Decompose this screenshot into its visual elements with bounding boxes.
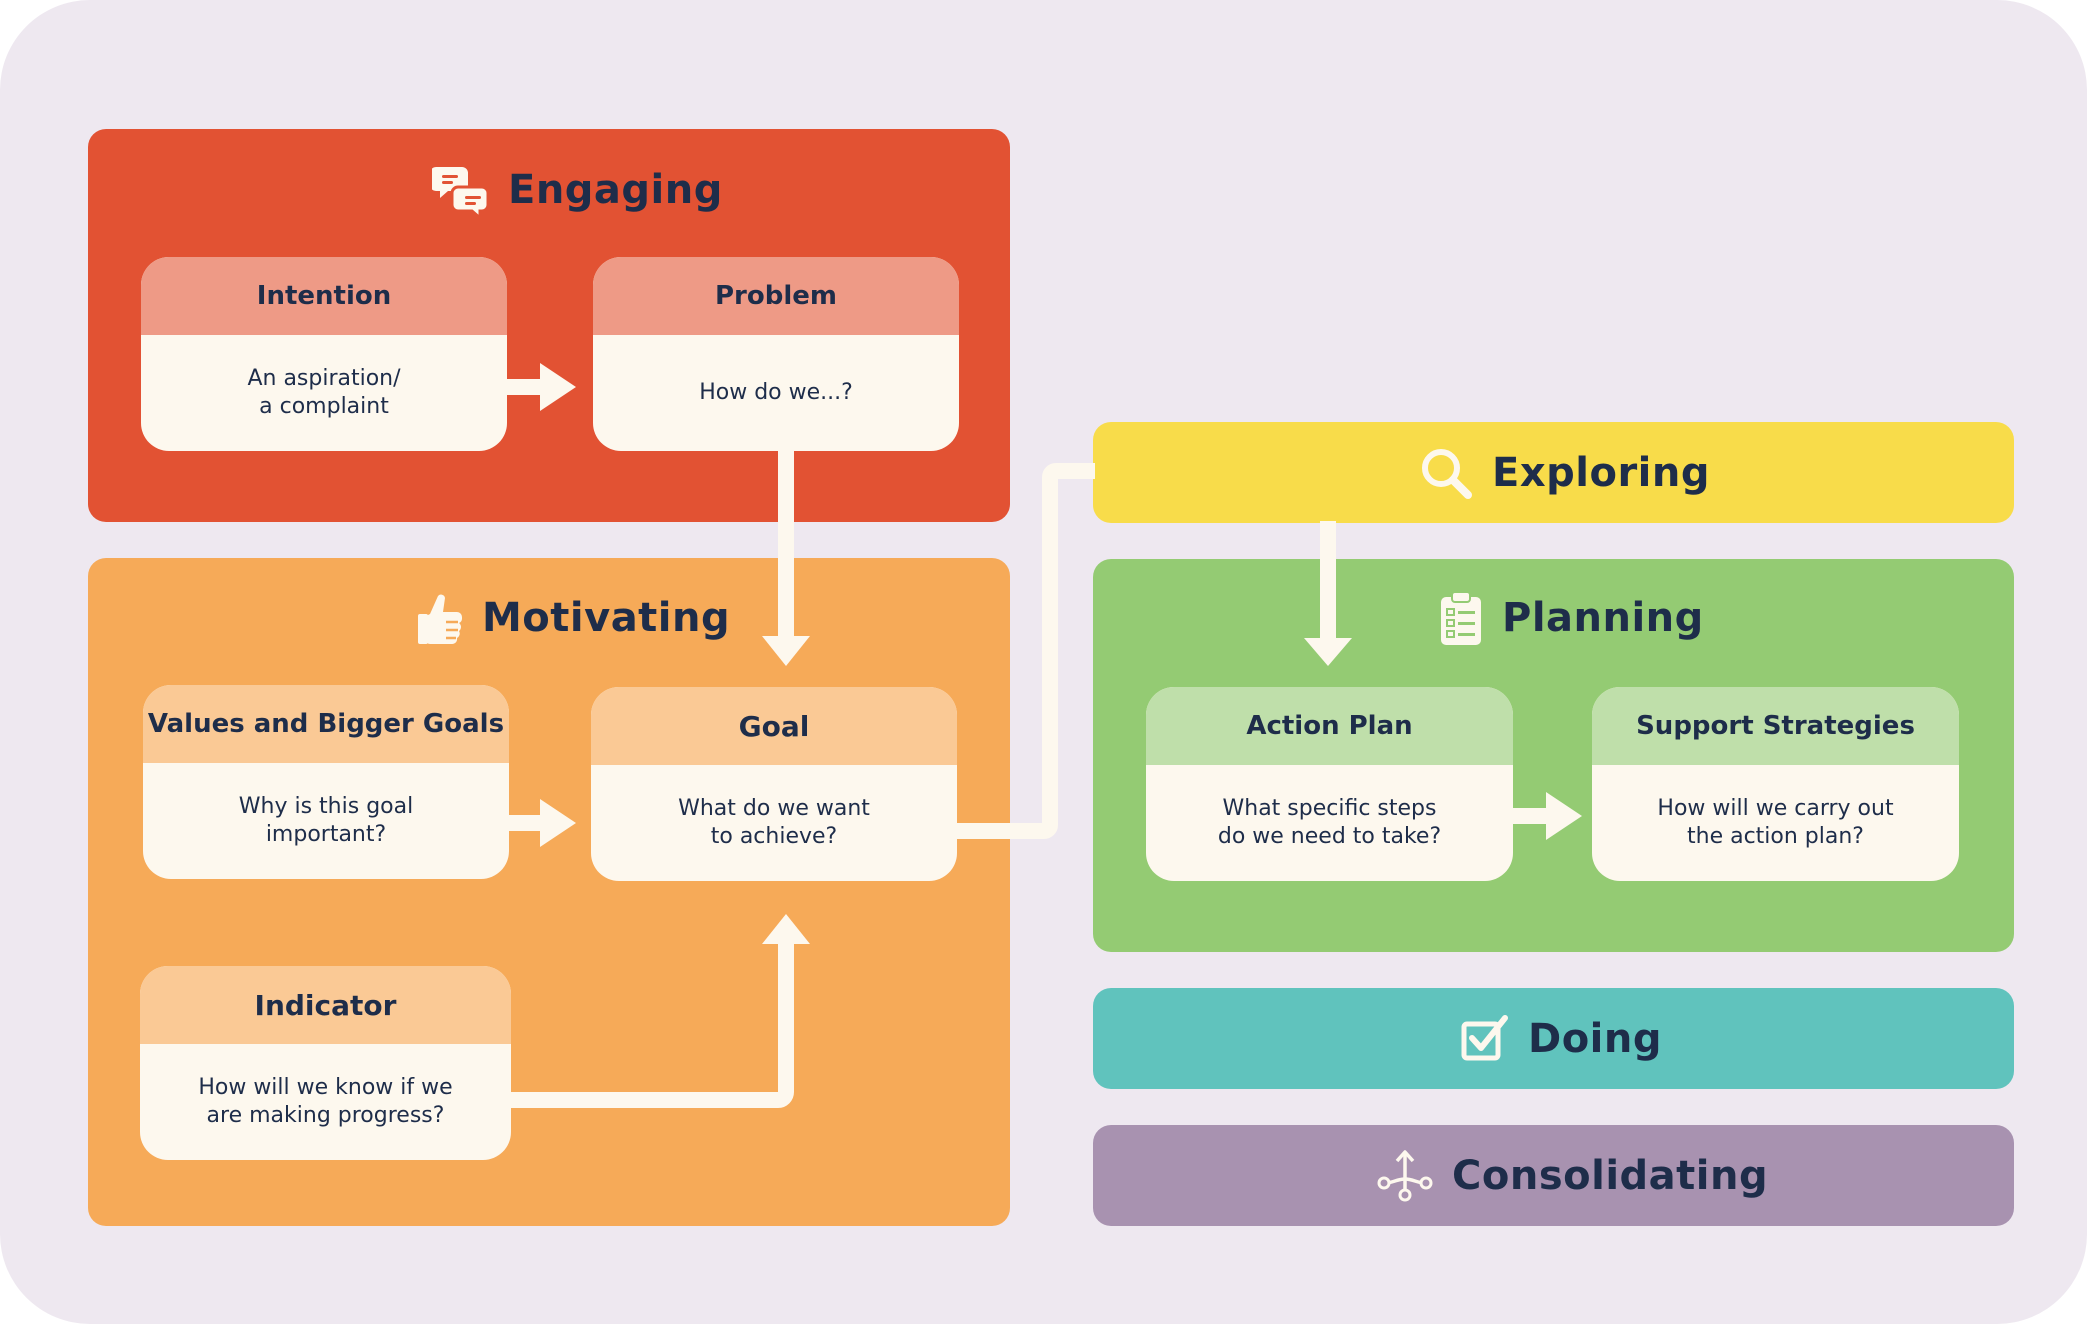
arrow-exploring-to-action-plan bbox=[1304, 521, 1352, 666]
planning-title-text: Planning bbox=[1502, 595, 1704, 641]
consolidating-title: Consolidating bbox=[1376, 1146, 1768, 1206]
consolidating-panel bbox=[1093, 1125, 2014, 1226]
arrow-problem-to-goal bbox=[762, 449, 810, 666]
goal-card: Goal What do we want to achieve? bbox=[591, 687, 957, 881]
consolidating-title-text: Consolidating bbox=[1452, 1153, 1769, 1199]
support-strategies-card-text: How will we carry out the action plan? bbox=[1657, 796, 1894, 849]
indicator-card-title: Indicator bbox=[140, 966, 511, 1044]
goal-card-text: What do we want to achieve? bbox=[678, 796, 870, 849]
doing-panel bbox=[1093, 988, 2014, 1089]
indicator-card: Indicator How will we know if we are mak… bbox=[140, 966, 511, 1160]
problem-card-title: Problem bbox=[593, 257, 959, 335]
action-plan-card: Action Plan What specific steps do we ne… bbox=[1146, 687, 1513, 881]
indicator-card-text: How will we know if we are making progre… bbox=[198, 1075, 453, 1128]
planning-title: Planning bbox=[1438, 588, 1704, 648]
doing-title: Doing bbox=[1460, 1009, 1662, 1069]
action-plan-card-text: What specific steps do we need to take? bbox=[1217, 796, 1442, 849]
arrow-values-to-goal bbox=[507, 799, 576, 847]
speech-bubbles-icon bbox=[432, 161, 490, 219]
values-card-title: Values and Bigger Goals bbox=[143, 685, 509, 763]
arrow-indicator-to-goal bbox=[509, 914, 810, 1108]
support-strategies-card-title: Support Strategies bbox=[1592, 687, 1959, 765]
support-strategies-card: Support Strategies How will we carry out… bbox=[1592, 687, 1959, 881]
magnifier-icon bbox=[1418, 445, 1474, 501]
arrow-action-plan-to-support bbox=[1511, 792, 1582, 840]
action-plan-card-title: Action Plan bbox=[1146, 687, 1513, 765]
exploring-title-text: Exploring bbox=[1492, 450, 1710, 496]
intention-card: Intention An aspiration/ a complaint bbox=[141, 257, 507, 451]
line-goal-to-exploring bbox=[955, 463, 1095, 839]
clipboard-icon bbox=[1438, 589, 1484, 647]
motivating-title-text: Motivating bbox=[482, 595, 731, 641]
branching-arrows-icon bbox=[1376, 1147, 1434, 1205]
values-card: Values and Bigger Goals Why is this goal… bbox=[143, 685, 509, 879]
problem-card: Problem How do we...? bbox=[593, 257, 959, 451]
intention-card-text: An aspiration/ a complaint bbox=[247, 366, 401, 419]
doing-title-text: Doing bbox=[1528, 1016, 1663, 1062]
exploring-title: Exploring bbox=[1418, 443, 1710, 503]
exploring-panel bbox=[1093, 422, 2014, 523]
arrow-intention-to-problem bbox=[505, 363, 576, 411]
thumbs-up-icon bbox=[416, 590, 464, 646]
problem-card-text: How do we...? bbox=[699, 380, 853, 405]
values-card-text: Why is this goal important? bbox=[238, 794, 414, 847]
engaging-title: Engaging bbox=[432, 160, 723, 220]
goal-card-title: Goal bbox=[591, 687, 957, 765]
checkbox-icon bbox=[1460, 1014, 1510, 1064]
intention-card-title: Intention bbox=[141, 257, 507, 335]
engaging-title-text: Engaging bbox=[508, 167, 723, 213]
motivating-title: Motivating bbox=[416, 588, 730, 648]
